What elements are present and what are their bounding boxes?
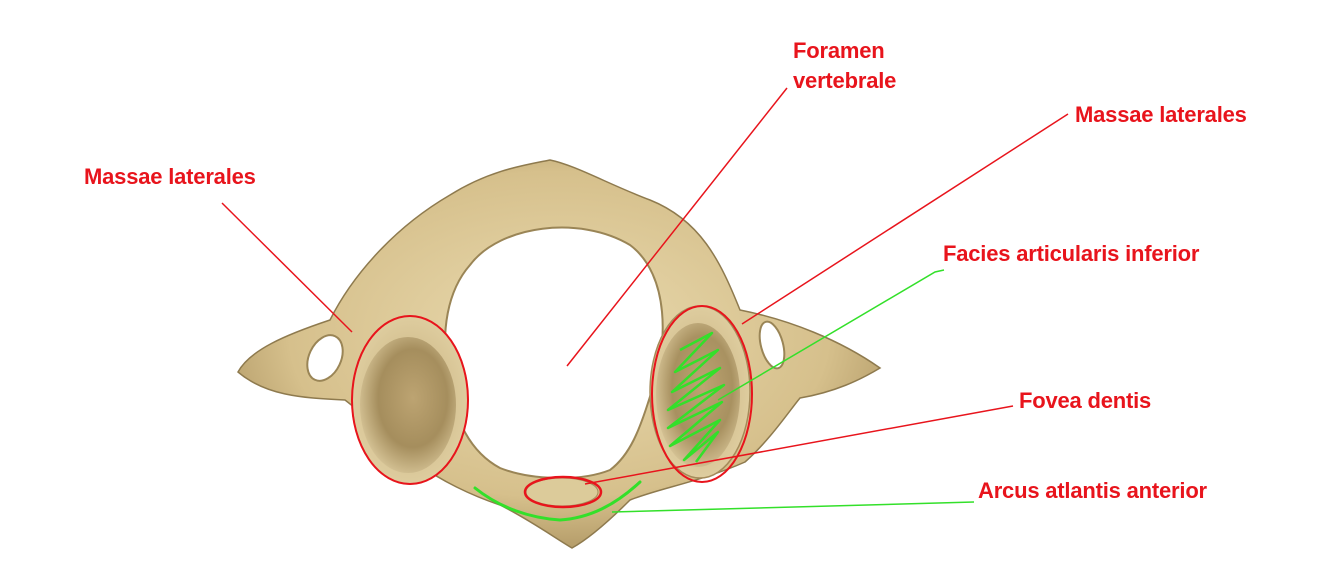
fovea-dentis-outline (523, 475, 603, 509)
facies-highlight-scribble (666, 331, 726, 463)
label-arcus-atlantis-anterior: Arcus atlantis anterior (978, 478, 1207, 503)
label-fovea-dentis: Fovea dentis (1019, 388, 1152, 413)
leader-foramen (566, 87, 788, 367)
label-facies-articularis-inferior: Facies articularis inferior (943, 241, 1200, 266)
leader-massae-right (741, 113, 1069, 325)
label-massae-laterales-left: Massae laterales (84, 164, 256, 189)
left-facet-inner (360, 337, 456, 473)
transverse-foramen-right (758, 320, 786, 370)
leader-arcus (611, 501, 975, 513)
transverse-foramen-left (306, 334, 344, 382)
label-foramen-line2: vertebrale (793, 68, 897, 93)
arcus-highlight-arc (473, 480, 642, 522)
leader-fovea (584, 405, 1014, 485)
right-facet-inner (656, 323, 740, 467)
leader-massae-left (221, 202, 353, 333)
label-foramen-vertebrale: Foramen vertebrale (793, 36, 896, 96)
massae-left-outline (351, 315, 469, 485)
leader-facies (717, 269, 945, 401)
massae-right-outline (651, 305, 753, 483)
label-massae-laterales-right: Massae laterales (1075, 102, 1247, 127)
label-foramen-line1: Foramen (793, 38, 885, 63)
foramen-vertebrale-hole (443, 226, 664, 480)
